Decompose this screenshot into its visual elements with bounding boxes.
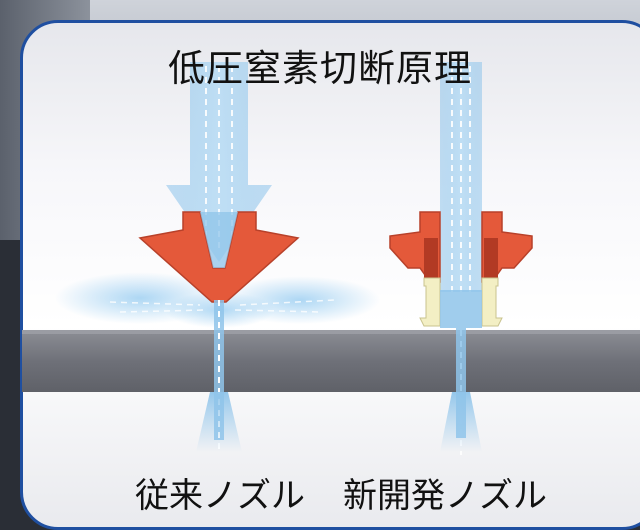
nozzle-tip-left [419,277,441,327]
steel-plate [22,332,640,392]
beam-dashes-left [205,66,233,250]
conventional-nozzle-group [55,62,380,452]
nozzle-tip-right [481,277,503,327]
jet-plume-left [196,392,242,452]
nozzle-cavity-right [484,238,498,278]
cutting-diagram [22,62,640,455]
cut-jet-right [456,328,466,438]
caption-conventional-nozzle: 従来ノズル [135,476,305,516]
nozzle-cavity-left [424,238,438,278]
nozzle-gas-chamber [440,290,482,328]
nozzle-bore-left [200,212,238,268]
spray-streaks [109,299,336,313]
caption-new-nozzle: 新開発ノズル [343,476,547,516]
new-nozzle-group [389,62,533,455]
diagram-title: 低圧窒素切断原理 [168,47,472,90]
jet-plume-right [440,392,482,452]
steel-plate-top-edge [22,330,640,334]
